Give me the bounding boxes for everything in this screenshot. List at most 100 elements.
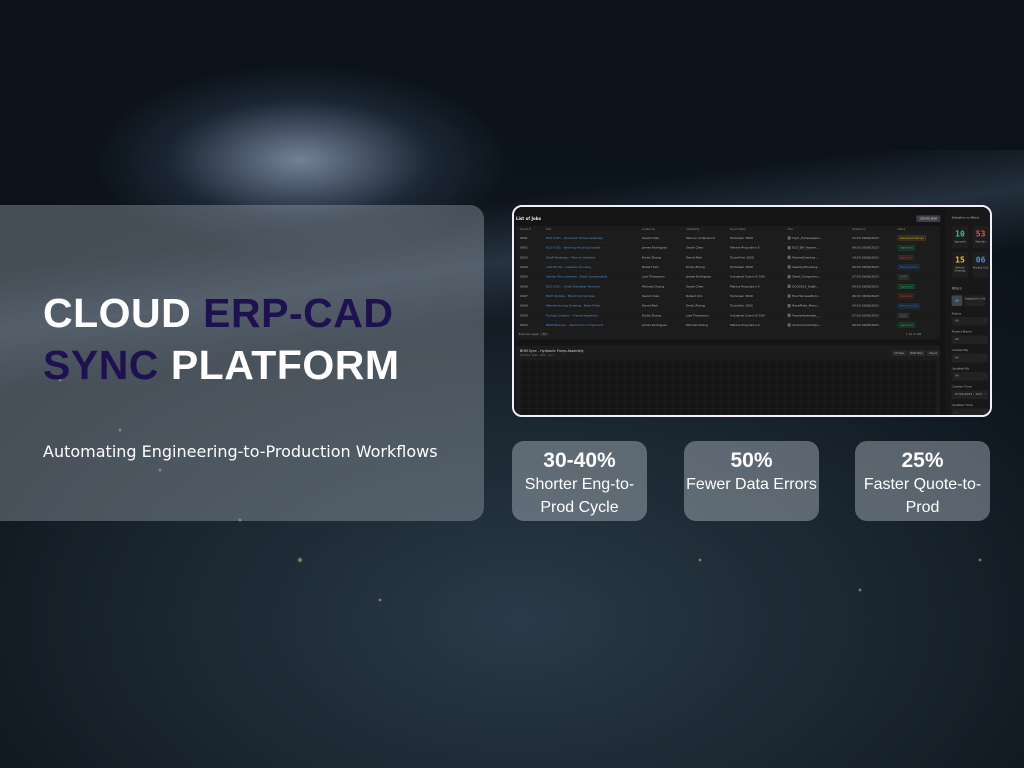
cell: 15:23 03/06/2023 <box>851 236 879 240</box>
title-accent: SYNC <box>43 342 159 388</box>
counter-label: Approved <box>954 240 966 244</box>
rows-per-page-select[interactable]: 10 <box>540 332 549 336</box>
file-link[interactable]: Hydr_PumpAssem... <box>792 236 823 240</box>
column-header[interactable]: Files <box>787 227 793 231</box>
status-badge: Approved <box>897 322 916 328</box>
file-link[interactable]: BasePlate_Manu... <box>792 304 820 308</box>
job-title-link[interactable]: CAD Model - Gearbox Housing <box>545 265 592 269</box>
filter-label: Status <box>951 311 962 316</box>
file-link[interactable]: ECO0201_Shaft... <box>792 284 819 289</box>
bom-sync-panel: BOM Sync - Hydraulic Pump Assembly Turbo… <box>515 345 940 415</box>
file-link[interactable]: Steel_Componen... <box>792 275 821 279</box>
filter-all-button[interactable]: All <box>951 295 963 306</box>
stat-label: Shorter Eng-to-Prod Cycle <box>524 476 635 516</box>
filter-dropdown[interactable]: All <box>951 371 989 381</box>
counter-label: Pending Cust <box>972 266 989 270</box>
stat-card: 25%Faster Quote-to-Prod <box>855 441 990 521</box>
title-part: PLATFORM <box>158 342 400 388</box>
jobs-table: Project # Title Created By Updated By Projec… <box>515 225 942 340</box>
cell: Michael Chang <box>685 323 709 327</box>
cell: Sarah Chen <box>685 284 704 289</box>
cell: 26:03 03/06/2023 <box>851 294 879 298</box>
create-bom-button[interactable]: CREATE BOM <box>916 215 941 222</box>
column-header[interactable]: Updated By <box>685 227 700 231</box>
job-title-link[interactable]: Shaft Redesign - Marine Gearbox <box>545 255 596 260</box>
filter-dropdown[interactable]: All <box>951 316 989 326</box>
pagination[interactable]: 1-10 of 100 <box>905 332 922 336</box>
file-icon <box>787 265 791 269</box>
counter-value: 15 <box>955 255 965 265</box>
status-badge: Pending Cust <box>897 303 920 309</box>
title-part: CLOUD <box>43 290 204 336</box>
file-link[interactable]: AluminumCompo... <box>792 323 821 327</box>
cell: David Park <box>641 304 659 308</box>
status-badge: Approved <box>897 283 916 289</box>
filter-dropdown[interactable]: All <box>951 335 989 344</box>
cell: Sarah Chen <box>641 294 660 298</box>
status-badge: Draft <box>897 312 910 318</box>
file-link[interactable]: MarineGearbox... <box>792 255 819 260</box>
job-title-link[interactable]: Manufacturing Drawing - Base Plate <box>545 304 600 308</box>
panel-button[interactable]: BOM Table <box>908 350 926 356</box>
cell: Marine Propulsion X <box>729 323 760 327</box>
panel-title: BOM Sync - Hydraulic Pump Assembly <box>519 349 584 353</box>
file-icon <box>787 236 791 240</box>
cell: 26:03 03/06/2023 <box>851 265 879 269</box>
filter-assigned-button[interactable]: Assigned to me <box>964 295 985 306</box>
panel-button[interactable]: Export <box>927 350 940 356</box>
cell: 0010 <box>519 323 528 327</box>
cell: Lisa Thompson <box>685 313 709 318</box>
counter-value: 10 <box>955 229 965 239</box>
job-title-link[interactable]: Tooling Creation - Frame Assembly <box>545 313 598 318</box>
job-title-link[interactable]: BOM Update - Electrical Harness <box>545 294 595 298</box>
hero-subtitle: Automating Engineering-to-Production Wor… <box>43 442 438 461</box>
cell: 0004 <box>519 265 528 269</box>
cell: James Rodriguez <box>685 275 711 279</box>
3d-viewport[interactable] <box>519 359 937 415</box>
column-header[interactable]: Project # <box>519 227 531 231</box>
cell: TurboFlow 3000 <box>729 255 754 260</box>
job-title-link[interactable]: ECO 0101 - Bearing Housing Update <box>545 246 601 250</box>
file-link[interactable]: FrameAssembly_... <box>792 313 821 318</box>
job-title-link[interactable]: BOM Revision - Aluminum Component <box>545 323 604 327</box>
filter-label: Updated By <box>951 366 970 371</box>
filter-dropdown[interactable]: 07/01/2023 - 10/3 <box>951 390 989 399</box>
filter-dropdown[interactable]: All <box>951 353 989 363</box>
panel-button[interactable]: 3D View <box>891 350 907 356</box>
rows-per-page-label: Rows per page: <box>518 332 540 336</box>
cell: 0003 <box>519 255 528 260</box>
file-link[interactable]: ECO_BH_Assem... <box>792 246 819 250</box>
job-title-link[interactable]: ECO 0201 - Shaft Diameter Revision <box>545 284 601 289</box>
counter-label: Rejected <box>975 240 986 244</box>
column-header[interactable]: Project Name <box>729 227 746 231</box>
column-header[interactable]: Updated At <box>851 227 866 231</box>
column-header[interactable]: Title <box>545 227 552 231</box>
column-header[interactable]: Created By <box>641 227 655 231</box>
job-title-link[interactable]: ECO 0101 - Hydraulic Pump Assembly <box>545 236 604 240</box>
cell: TurboGen 3000 <box>729 294 753 298</box>
cell: 09:03 03/06/2023 <box>851 323 879 327</box>
job-title-link[interactable]: Vendor Procurement - Steel Components <box>545 275 608 279</box>
column-header[interactable]: Status <box>897 227 906 231</box>
cell: 27:03 03/06/2023 <box>851 313 879 318</box>
title-accent: ERP-CAD <box>203 290 394 336</box>
filter-dropdown[interactable]: -- <box>951 408 989 415</box>
file-link[interactable]: GearboxHousing... <box>792 265 821 269</box>
file-link[interactable]: ElecHarnessBom... <box>792 294 821 298</box>
filters-title: Filters <box>951 286 962 291</box>
